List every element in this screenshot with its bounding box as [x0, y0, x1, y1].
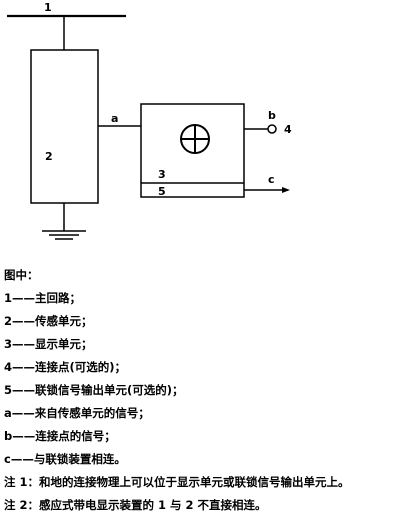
- legend: 图中： 1——主回路； 2——传感单元； 3——显示单元； 4——连接点(可选的…: [4, 264, 412, 517]
- label-c: c: [268, 173, 275, 186]
- legend-heading: 图中：: [4, 268, 39, 282]
- legend-item-a: a——来自传感单元的信号；: [4, 406, 150, 420]
- legend-item-b: b——连接点的信号；: [4, 429, 116, 443]
- legend-item-c: c——与联锁装置相连。: [4, 452, 126, 466]
- legend-item-4: 4——连接点(可选的)；: [4, 360, 127, 374]
- label-b: b: [268, 109, 276, 122]
- ground-icon: [42, 230, 86, 240]
- legend-item-2: 2——传感单元；: [4, 314, 93, 328]
- note-2: 注 2：感应式带电显示装置的 1 与 2 不直接相连。: [4, 498, 267, 512]
- label-3: 3: [158, 168, 166, 181]
- legend-item-5: 5——联锁信号输出单元(可选的)；: [4, 383, 184, 397]
- legend-item-3: 3——显示单元；: [4, 337, 93, 351]
- display-unit-box: [140, 103, 245, 198]
- label-2: 2: [45, 150, 53, 163]
- legend-item-1: 1——主回路；: [4, 291, 82, 305]
- label-a: a: [111, 112, 118, 125]
- sensor-unit-box: [30, 49, 99, 204]
- label-1: 1: [44, 1, 52, 14]
- label-5: 5: [158, 185, 166, 198]
- indicator-lamp-icon: [180, 124, 210, 154]
- arrow-right-icon: [282, 187, 290, 193]
- connection-point-icon: [267, 124, 277, 134]
- note-1: 注 1：和地的连接物理上可以位于显示单元或联锁信号输出单元上。: [4, 475, 350, 489]
- schematic-diagram: 1 2 a 3 5 b 4 c: [7, 1, 292, 240]
- label-4: 4: [284, 123, 292, 136]
